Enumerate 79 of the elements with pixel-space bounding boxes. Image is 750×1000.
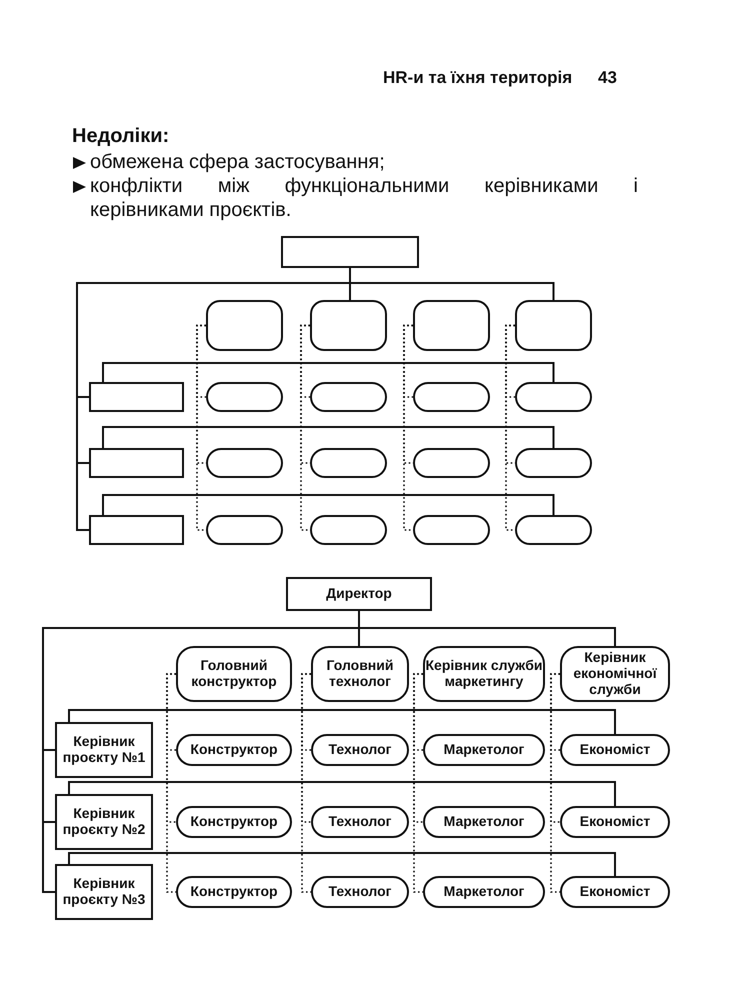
staff-pill — [311, 806, 409, 838]
staff-pill — [176, 806, 292, 838]
empty-pill — [310, 448, 387, 478]
empty-pill — [413, 448, 490, 478]
staff-pill — [176, 876, 292, 908]
empty-box — [89, 448, 184, 478]
position-title: Керівник проєкту №3 — [62, 876, 146, 908]
bullet-text: обмежена сфера застосування; — [90, 150, 386, 174]
empty-pill — [413, 515, 490, 545]
position-title: Конструктор — [190, 742, 278, 758]
dotted-connector — [196, 324, 206, 531]
position-title: Технолог — [328, 814, 392, 830]
staff-pill — [423, 806, 545, 838]
position-title: Маркетолог — [444, 742, 524, 758]
position-box — [423, 646, 545, 702]
staff-pill — [311, 734, 409, 766]
empty-box — [89, 382, 184, 412]
empty-pill — [206, 448, 283, 478]
position-title: Керівник економічної служби — [572, 650, 658, 698]
position-title: Керівник проєкту №2 — [62, 806, 146, 838]
empty-box — [281, 236, 419, 268]
dotted-connector — [505, 324, 515, 531]
section-heading: Недоліки: — [72, 124, 170, 148]
position-title: Технолог — [328, 742, 392, 758]
empty-pill — [515, 382, 592, 412]
empty-box — [413, 300, 490, 351]
position-box — [55, 794, 153, 850]
staff-pill — [311, 876, 409, 908]
connector-line — [102, 494, 554, 515]
connector-line — [102, 362, 554, 382]
empty-pill — [515, 515, 592, 545]
position-title: Економіст — [580, 742, 650, 758]
staff-pill — [560, 876, 670, 908]
empty-box — [89, 515, 184, 545]
staff-pill — [423, 876, 545, 908]
empty-pill — [206, 515, 283, 545]
position-title: Конструктор — [190, 884, 278, 900]
connector-line — [68, 781, 616, 806]
connector-line — [68, 709, 616, 734]
position-box — [286, 577, 432, 611]
empty-box — [310, 300, 387, 351]
position-title: Головний технолог — [326, 658, 394, 690]
position-box — [176, 646, 292, 702]
bullet-text: конфлікти між функціональними керівниками і керівниками проєктів. — [90, 174, 638, 222]
position-title: Економіст — [580, 814, 650, 830]
position-title: Керівник служби маркетингу — [425, 658, 543, 690]
position-box — [55, 722, 153, 778]
position-box — [560, 646, 670, 702]
staff-pill — [560, 806, 670, 838]
connector-line — [102, 426, 554, 448]
position-title: Конструктор — [190, 814, 278, 830]
dotted-connector — [403, 324, 413, 531]
position-title: Економіст — [580, 884, 650, 900]
position-title: Маркетолог — [444, 814, 524, 830]
dotted-connector — [300, 324, 310, 531]
empty-pill — [310, 515, 387, 545]
empty-pill — [515, 448, 592, 478]
empty-box — [206, 300, 283, 351]
position-title: Директор — [326, 586, 392, 602]
staff-pill — [560, 734, 670, 766]
connector-line — [68, 852, 616, 876]
position-title: Керівник проєкту №1 — [62, 734, 146, 766]
staff-pill — [423, 734, 545, 766]
empty-pill — [310, 382, 387, 412]
position-box — [55, 864, 153, 920]
empty-box — [515, 300, 592, 351]
position-title: Маркетолог — [444, 884, 524, 900]
dotted-connector — [301, 673, 311, 893]
dotted-connector — [550, 673, 560, 893]
position-box — [311, 646, 409, 702]
position-title: Головний конструктор — [190, 658, 278, 690]
dotted-connector — [413, 673, 423, 893]
running-header: HR-и та їхня територія — [383, 68, 574, 88]
dotted-connector — [166, 673, 176, 893]
staff-pill — [176, 734, 292, 766]
empty-pill — [413, 382, 490, 412]
position-title: Технолог — [328, 884, 392, 900]
empty-pill — [206, 382, 283, 412]
page-number: 43 — [598, 68, 618, 88]
